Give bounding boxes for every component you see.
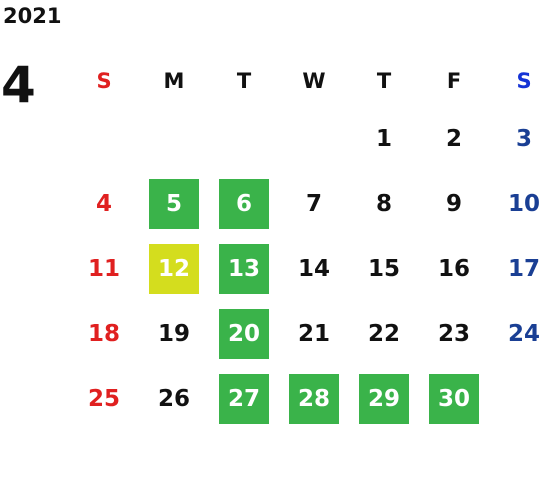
- day-number: [219, 114, 269, 164]
- day-number: 8: [375, 190, 392, 217]
- day-cell[interactable]: 22: [349, 301, 419, 366]
- day-number: [289, 114, 339, 164]
- day-cell[interactable]: 29: [349, 366, 419, 431]
- day-number: 5: [149, 178, 199, 229]
- day-cell[interactable]: [69, 106, 139, 171]
- weekday-thursday: T: [376, 69, 392, 93]
- day-number: 29: [359, 373, 409, 424]
- day-cell[interactable]: 28: [279, 366, 349, 431]
- day-number: 14: [297, 255, 330, 282]
- day-number: [79, 114, 129, 164]
- day-number: 22: [367, 320, 400, 347]
- weekday-wednesday: W: [302, 69, 326, 93]
- month-label: 4: [1, 56, 36, 114]
- day-cell[interactable]: [489, 366, 548, 431]
- day-number: [149, 114, 199, 164]
- week-row-5: 25 26 27 28 29 30: [69, 366, 548, 431]
- day-number: 20: [219, 308, 269, 359]
- day-cell[interactable]: [209, 106, 279, 171]
- day-number: 18: [87, 320, 120, 347]
- day-number: 7: [305, 190, 322, 217]
- day-cell[interactable]: 15: [349, 236, 419, 301]
- weekday-header-row: S M T W T F S: [69, 56, 548, 106]
- day-number: 25: [87, 385, 120, 412]
- day-cell[interactable]: [139, 106, 209, 171]
- day-cell[interactable]: [279, 106, 349, 171]
- day-number: 4: [95, 190, 112, 217]
- day-number: 3: [515, 125, 532, 152]
- day-number: 11: [87, 255, 120, 282]
- day-cell[interactable]: 8: [349, 171, 419, 236]
- day-cell[interactable]: 5: [139, 171, 209, 236]
- day-cell[interactable]: 27: [209, 366, 279, 431]
- day-cell[interactable]: 11: [69, 236, 139, 301]
- day-number: 28: [289, 373, 339, 424]
- weekday-monday: M: [163, 69, 185, 93]
- day-number: 16: [437, 255, 470, 282]
- week-row-4: 18 19 20 21 22 23 24: [69, 301, 548, 366]
- day-number: 23: [437, 320, 470, 347]
- day-cell[interactable]: 25: [69, 366, 139, 431]
- day-cell[interactable]: 30: [419, 366, 489, 431]
- day-number: 6: [219, 178, 269, 229]
- day-number: 19: [157, 320, 190, 347]
- day-cell[interactable]: 23: [419, 301, 489, 366]
- day-number: 30: [429, 373, 479, 424]
- day-cell[interactable]: 17: [489, 236, 548, 301]
- day-number: 24: [507, 320, 540, 347]
- calendar-grid: S M T W T F S 1 2 3 4 5 6 7 8 9 10 11 12…: [69, 56, 548, 431]
- day-number: 1: [375, 125, 392, 152]
- year-label: 2021: [3, 4, 62, 28]
- day-cell[interactable]: 4: [69, 171, 139, 236]
- day-number: 2: [445, 125, 462, 152]
- day-number: 10: [507, 190, 540, 217]
- day-cell[interactable]: 13: [209, 236, 279, 301]
- weekday-tuesday: T: [236, 69, 252, 93]
- day-number: 15: [367, 255, 400, 282]
- day-cell[interactable]: 2: [419, 106, 489, 171]
- day-cell[interactable]: 14: [279, 236, 349, 301]
- day-cell[interactable]: 6: [209, 171, 279, 236]
- day-cell[interactable]: 19: [139, 301, 209, 366]
- day-cell[interactable]: 26: [139, 366, 209, 431]
- day-cell[interactable]: 7: [279, 171, 349, 236]
- day-number: 12: [149, 243, 199, 294]
- day-cell[interactable]: 21: [279, 301, 349, 366]
- day-cell[interactable]: 16: [419, 236, 489, 301]
- week-row-1: 1 2 3: [69, 106, 548, 171]
- day-number: 21: [297, 320, 330, 347]
- weekday-friday: F: [446, 69, 462, 93]
- day-number: [499, 374, 548, 424]
- day-number: 9: [445, 190, 462, 217]
- week-row-2: 4 5 6 7 8 9 10: [69, 171, 548, 236]
- day-cell[interactable]: 9: [419, 171, 489, 236]
- day-cell[interactable]: 1: [349, 106, 419, 171]
- day-number: 26: [157, 385, 190, 412]
- day-cell[interactable]: 10: [489, 171, 548, 236]
- day-cell[interactable]: 20: [209, 301, 279, 366]
- day-number: 17: [507, 255, 540, 282]
- day-cell[interactable]: 24: [489, 301, 548, 366]
- day-number: 27: [219, 373, 269, 424]
- weekday-saturday: S: [516, 69, 532, 93]
- day-cell[interactable]: 12: [139, 236, 209, 301]
- weekday-sunday: S: [96, 69, 112, 93]
- day-number: 13: [219, 243, 269, 294]
- day-cell[interactable]: 18: [69, 301, 139, 366]
- day-cell[interactable]: 3: [489, 106, 548, 171]
- week-row-3: 11 12 13 14 15 16 17: [69, 236, 548, 301]
